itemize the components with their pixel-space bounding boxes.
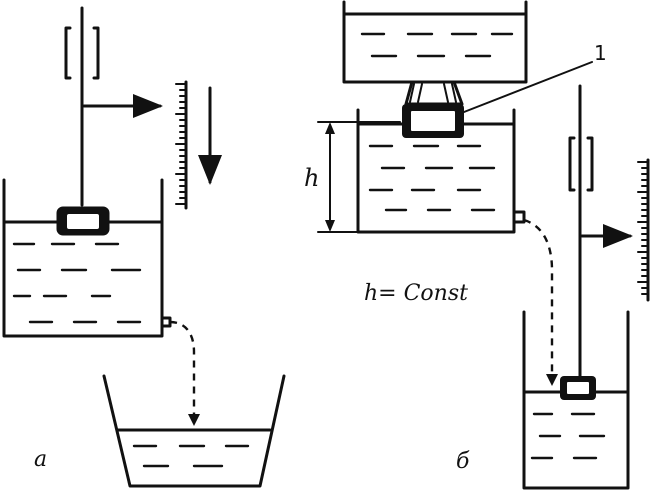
- receiving-vessel: [522, 310, 630, 490]
- tank-a: [2, 178, 164, 338]
- float-a: [56, 206, 110, 236]
- scale-ruler-b: [637, 158, 650, 302]
- panel-a: a: [2, 6, 286, 488]
- flow-path-b: [523, 218, 554, 374]
- height-symbol: h: [304, 164, 319, 192]
- water-a: [12, 242, 142, 324]
- scale-ruler-a: [175, 80, 188, 210]
- water-supply: [360, 32, 514, 58]
- guide-bushing-right: [92, 26, 100, 80]
- panel-label-b: б: [456, 449, 470, 474]
- guide-bushing-b-left: [568, 136, 576, 192]
- panel-label-a: a: [34, 447, 47, 472]
- part-number-1: 1: [594, 41, 607, 65]
- float-b: [560, 376, 596, 400]
- height-dimension: [317, 121, 401, 233]
- outlet-b: [512, 210, 526, 224]
- constant-level-tank: [356, 108, 516, 234]
- water-tank-b: [368, 144, 496, 212]
- guide-bushing-left: [64, 26, 72, 80]
- panel-b: 1 h h= Const: [304, 0, 650, 490]
- flow-path-a: [169, 320, 196, 414]
- water-vessel-b: [530, 412, 606, 460]
- leader-line: [463, 61, 593, 113]
- water-vessel-a: [132, 444, 250, 468]
- float-valve-1: [402, 80, 464, 138]
- guide-bushing-b-right: [586, 136, 594, 192]
- constant-equation: h= Const: [364, 281, 468, 306]
